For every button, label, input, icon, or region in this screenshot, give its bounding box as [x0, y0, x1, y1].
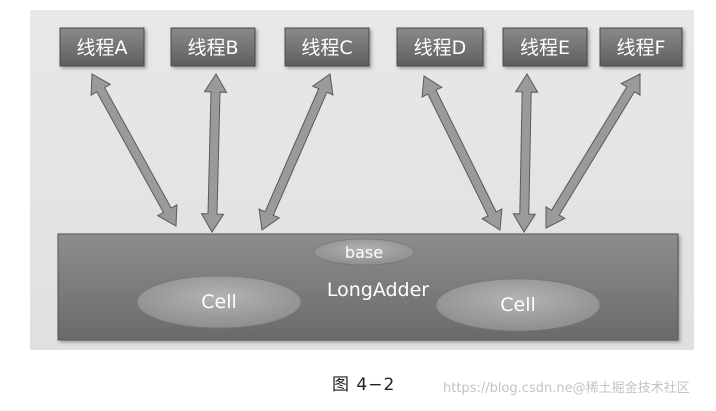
thread-box-4	[396, 27, 484, 67]
thread-label-6: 线程F	[617, 37, 666, 59]
thread-label-1: 线程A	[77, 37, 128, 59]
double-arrow-2	[200, 73, 228, 233]
thread-box-3	[284, 27, 370, 67]
cell-ellipse-2	[435, 278, 601, 332]
cell-label-2: Cell	[500, 294, 536, 316]
cell-ellipse-1	[136, 275, 302, 329]
double-arrow-4	[421, 75, 503, 231]
double-arrow-1	[90, 73, 178, 227]
base-label: base	[345, 243, 383, 262]
thread-box-2	[170, 27, 256, 67]
arrows-group	[90, 73, 641, 233]
thread-box-6	[599, 27, 683, 67]
double-arrow-6	[545, 73, 641, 229]
thread-box-1	[59, 27, 145, 67]
double-arrow-5	[512, 73, 539, 233]
threads-group: 线程A 线程B 线程C 线程D 线程E 线程F	[59, 27, 683, 67]
thread-label-4: 线程D	[414, 37, 467, 59]
thread-label-3: 线程C	[301, 37, 352, 59]
figure-caption: 图 4−2	[332, 375, 396, 395]
base-ellipse	[313, 238, 415, 266]
thread-label-2: 线程B	[187, 37, 238, 59]
thread-label-5: 线程E	[520, 37, 570, 59]
thread-box-5	[502, 27, 588, 67]
double-arrow-3	[258, 73, 334, 231]
longadder-label: LongAdder	[327, 279, 429, 301]
watermark: https://blog.csdn.ne@稀土掘金技术社区	[443, 381, 690, 396]
cell-label-1: Cell	[201, 291, 237, 313]
